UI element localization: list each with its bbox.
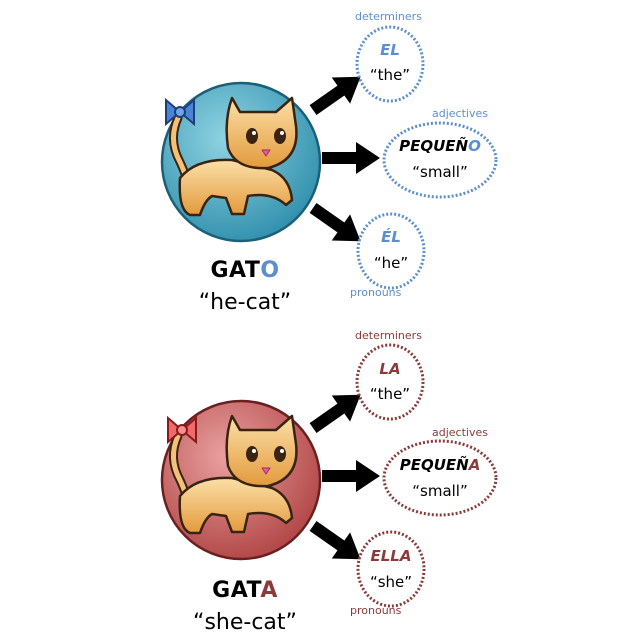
adjective-word: PEQUEÑA	[384, 456, 496, 474]
pronoun-bubble	[356, 530, 426, 608]
arrow-to-adjectives	[322, 142, 380, 174]
pronoun-gloss: “he”	[373, 254, 409, 272]
adjective-bubble	[382, 439, 498, 517]
adjectives-label: adjectives	[432, 107, 488, 120]
determiner-word: LA	[379, 360, 401, 378]
determiner-bubble	[355, 343, 425, 421]
masculine-section: determiners EL “the” adjectives PEQUEÑO …	[150, 10, 498, 315]
adjective-word: PEQUEÑO	[384, 137, 496, 155]
arrow-to-determiners	[309, 76, 361, 115]
adjective-stem: PEQUEÑ	[399, 456, 469, 474]
pronoun-gloss: “she”	[369, 573, 413, 591]
adjective-ending: A	[468, 456, 481, 474]
noun-word: GATA	[150, 578, 340, 603]
determiner-gloss: “the”	[369, 66, 411, 84]
determiner-word: EL	[380, 41, 400, 59]
cat-icon	[169, 96, 298, 217]
noun-stem: GAT	[210, 258, 261, 283]
arrow-to-pronouns	[309, 203, 361, 242]
noun-gloss: “he-cat”	[198, 290, 292, 315]
noun-ending: A	[260, 578, 278, 603]
feminine-section: determiners LA “the” adjectives PEQUEÑA …	[0, 320, 640, 640]
noun-word: GATO	[150, 258, 340, 283]
pronouns-label: pronouns	[350, 286, 402, 299]
noun-gloss: “she-cat”	[193, 610, 297, 635]
determiners-label: determiners	[355, 10, 422, 23]
pink-bow-icon	[167, 415, 197, 445]
determiners-label: determiners	[355, 329, 422, 342]
arrows	[309, 76, 380, 242]
pronoun-bubble	[356, 212, 426, 290]
cat-icon	[169, 414, 298, 535]
arrow-to-adjectives	[322, 460, 380, 492]
adjective-stem: PEQUEÑ	[399, 137, 469, 155]
arrows	[309, 394, 380, 560]
determiner-gloss: “the”	[369, 385, 411, 403]
adjective-gloss: “small”	[412, 482, 468, 500]
adjective-gloss: “small”	[412, 163, 468, 181]
determiner-bubble	[355, 25, 425, 103]
pronouns-label: pronouns	[350, 604, 402, 617]
arrow-to-pronouns	[309, 521, 361, 560]
noun-stem: GAT	[212, 578, 261, 603]
blue-bow-icon	[165, 97, 195, 127]
adjective-bubble	[382, 121, 498, 199]
arrow-to-determiners	[309, 394, 361, 433]
pronoun-word: ÉL	[381, 228, 401, 246]
pronoun-word: ELLA	[370, 547, 412, 565]
masculine-diagram-art	[160, 25, 498, 290]
noun-ending: O	[260, 258, 280, 283]
adjective-ending: O	[468, 137, 481, 155]
feminine-diagram-art	[160, 343, 498, 608]
adjectives-label: adjectives	[432, 426, 488, 439]
